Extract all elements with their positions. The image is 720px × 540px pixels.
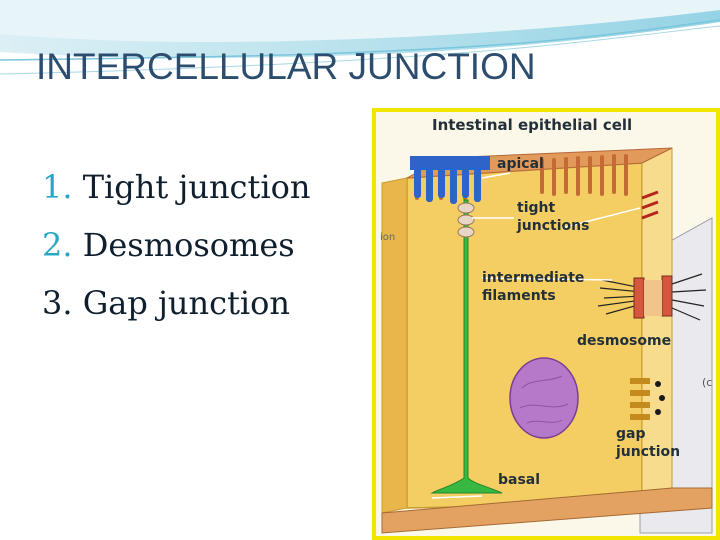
list-item: 1. Tight junction	[42, 158, 310, 216]
basal-membrane	[381, 487, 713, 534]
basolateral-membrane	[430, 199, 503, 494]
label-gap-2: junction	[615, 444, 680, 460]
pointer-lines	[431, 172, 641, 499]
cell-left-face	[381, 177, 408, 514]
tight-junction-beads	[457, 202, 475, 238]
label-apical: apical	[497, 156, 544, 172]
apical-membrane	[410, 156, 490, 204]
label-intermediate-2: filaments	[482, 288, 556, 304]
label-desmosome: desmosome	[577, 333, 671, 349]
list-item: 2. Desmosomes	[42, 216, 310, 274]
slide-title: INTERCELLULAR JUNCTION	[36, 46, 536, 87]
header-wave-line	[0, 19, 720, 61]
list-text: Gap junction	[82, 284, 291, 322]
header-wave-line-2	[0, 25, 720, 75]
list-text: Desmosomes	[82, 226, 295, 264]
list-item: 3. Gap junction	[42, 274, 310, 332]
list-number: 3.	[42, 284, 73, 322]
label-tight-1: tight	[517, 200, 555, 216]
tight-junction-right	[641, 190, 659, 220]
label-tight-2: junctions	[516, 218, 589, 234]
label-cut-left: ion	[380, 232, 396, 243]
nucleus	[509, 357, 579, 439]
desmosome	[597, 273, 707, 321]
header-wave-light	[0, 0, 720, 42]
list-number: 1.	[42, 168, 73, 206]
junction-list: 1. Tight junction 2. Desmosomes 3. Gap j…	[42, 158, 310, 332]
chromatin	[519, 375, 569, 424]
label-basal: basal	[498, 472, 540, 488]
label-intermediate-1: intermediate	[482, 270, 584, 286]
figure-title: Intestinal epithelial cell	[432, 116, 632, 134]
gap-junction	[630, 378, 665, 420]
list-number: 2.	[42, 226, 73, 264]
list-text: Tight junction	[82, 168, 311, 206]
label-gap-1: gap	[616, 426, 646, 442]
label-cut-right: (c	[702, 376, 712, 389]
epithelial-cell-diagram: Intestinal epithelial cell	[372, 108, 720, 540]
